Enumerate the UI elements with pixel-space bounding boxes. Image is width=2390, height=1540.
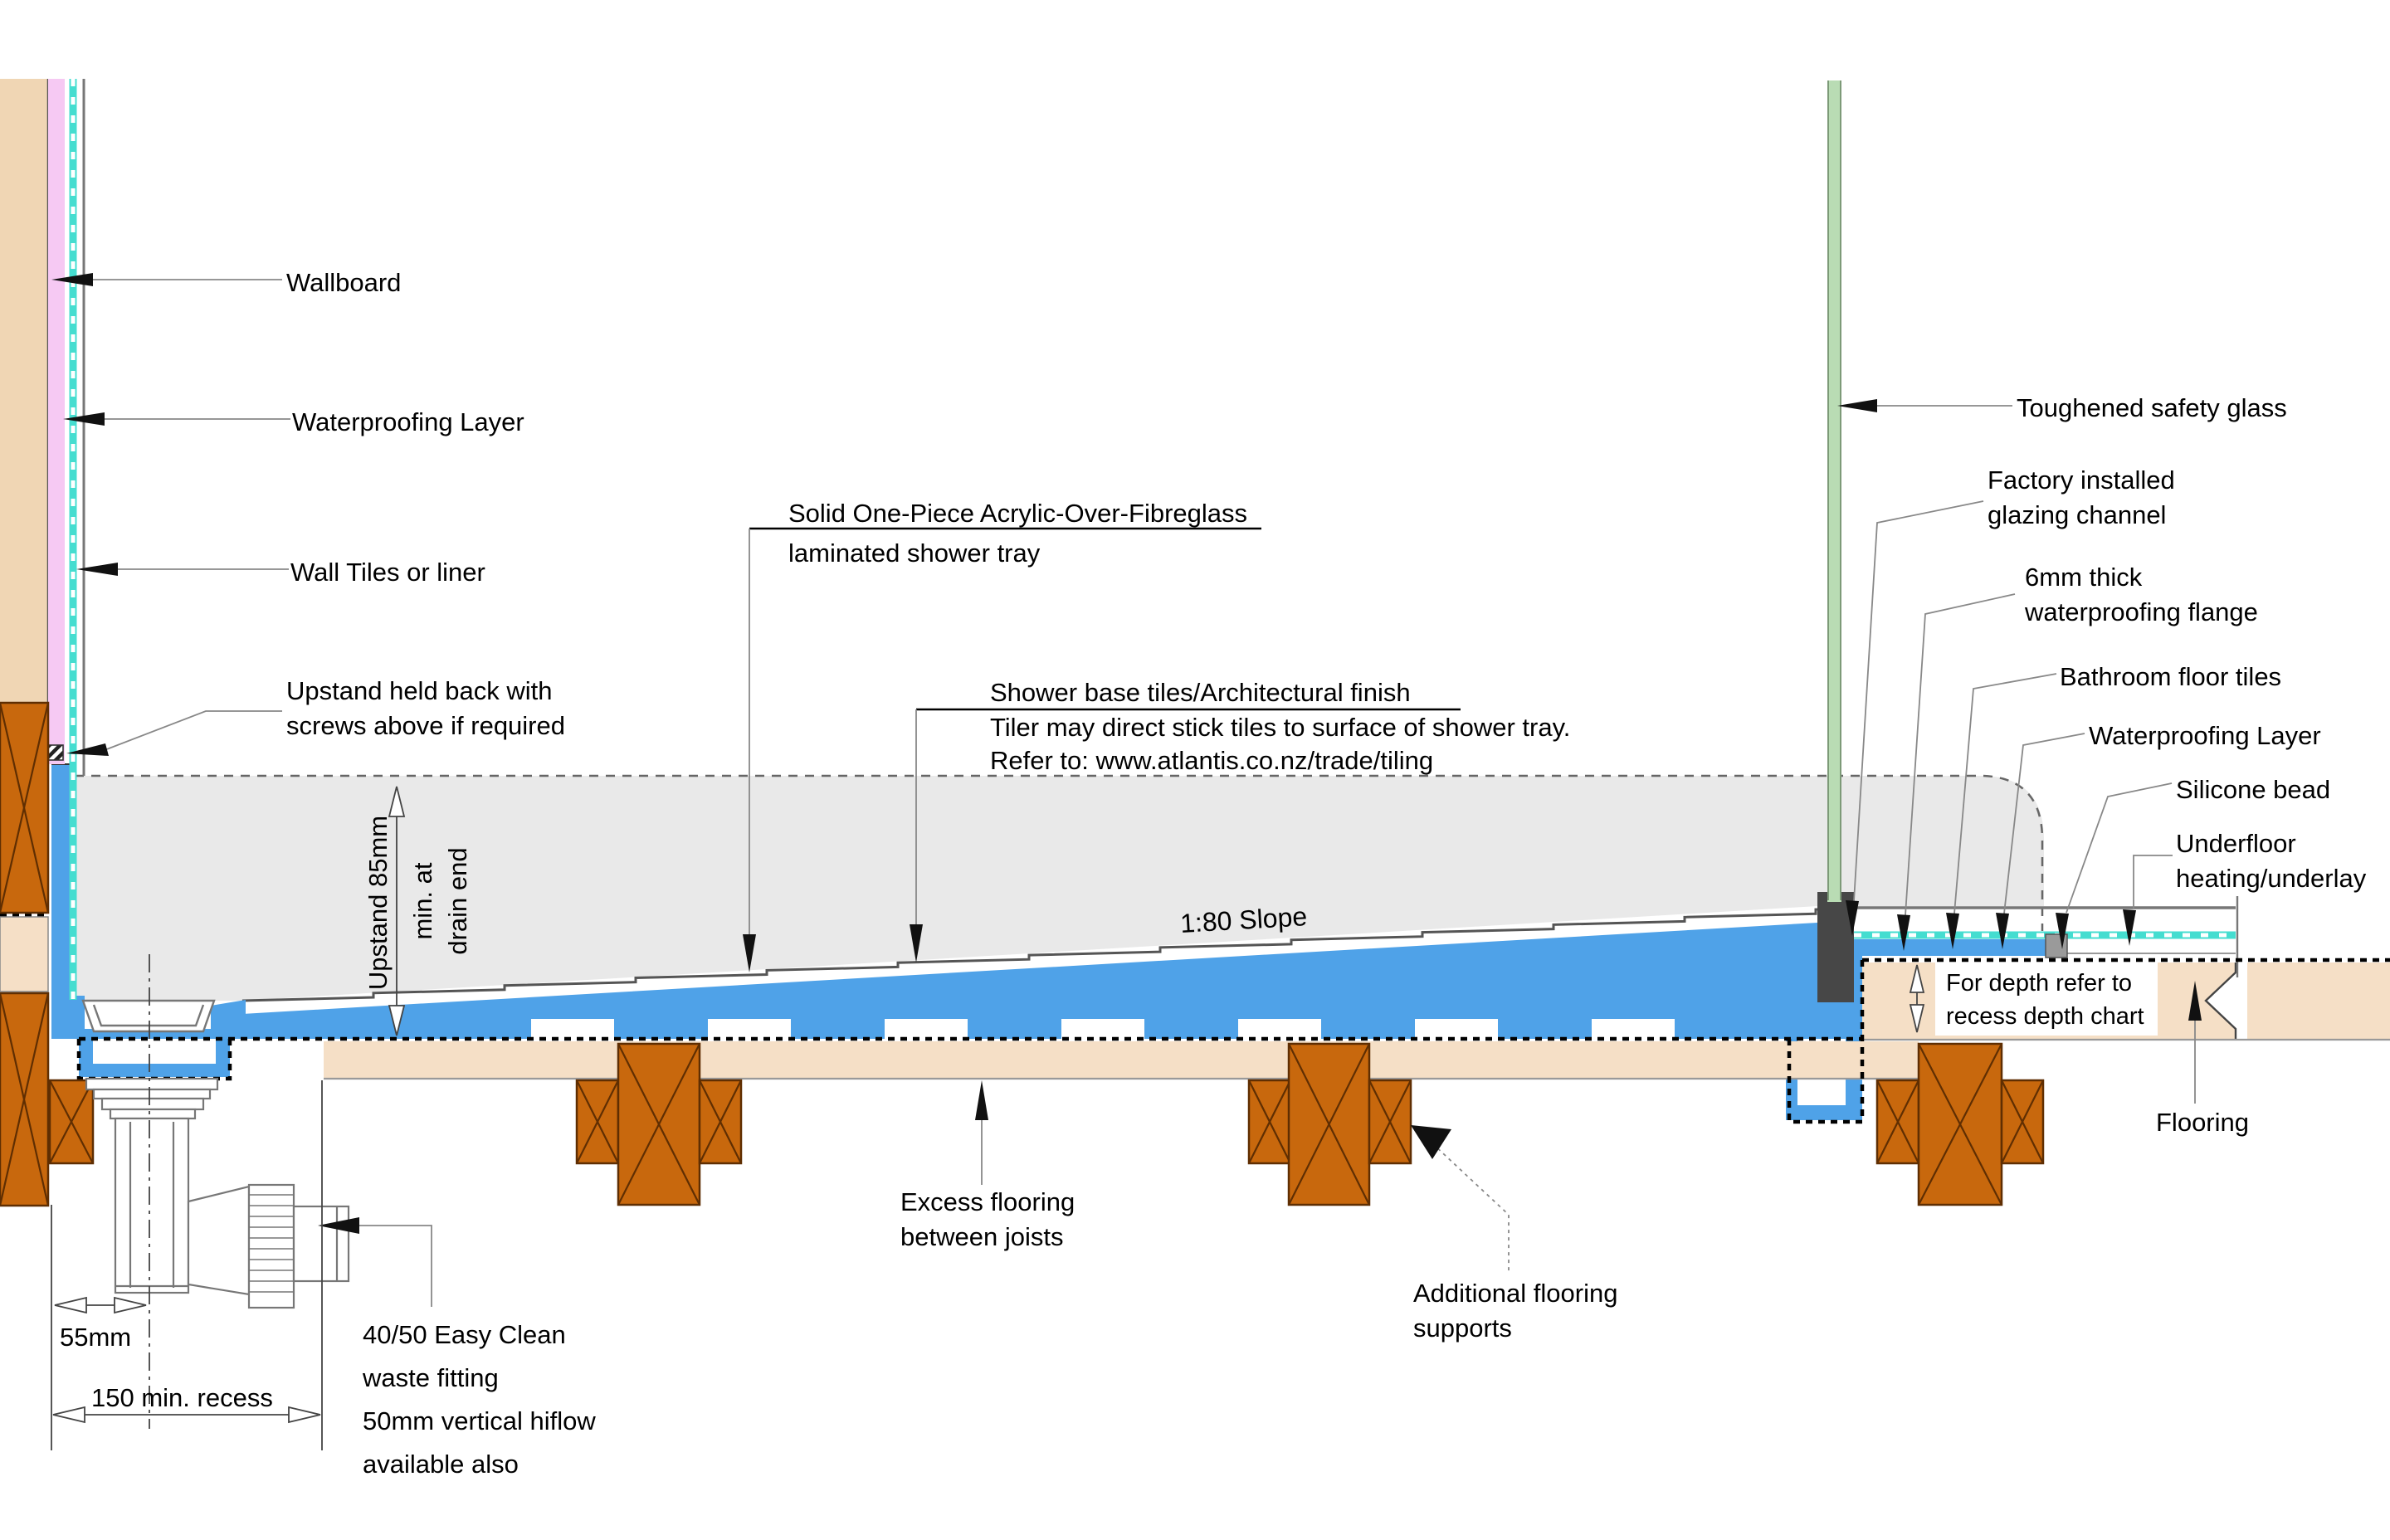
waste-elbow xyxy=(187,1185,251,1296)
upstand-note-arrow xyxy=(66,743,109,756)
tray-rim-dashed-line xyxy=(75,774,2044,931)
silicone-arrow xyxy=(2056,913,2069,949)
base-label-line2: Tiler may direct stick tiles to surface … xyxy=(990,713,1571,742)
glass-screen xyxy=(1817,80,1854,1002)
silicone-bead-label: Silicone bead xyxy=(2176,775,2331,804)
depth-note-box xyxy=(1935,962,2158,1036)
flooring-arrow xyxy=(2188,981,2202,1021)
excess-flooring-strip xyxy=(324,1041,1919,1079)
floor-assembly xyxy=(324,962,2390,1080)
floor-joists xyxy=(0,701,2045,1207)
waste-coupling-nut xyxy=(247,1183,295,1309)
channel-arrow xyxy=(1846,900,1859,936)
additional-supports-arrow xyxy=(1411,1125,1451,1159)
dimension-lines xyxy=(51,786,1925,1450)
flange-arrow xyxy=(1897,914,1910,951)
waterproofing-floor-arrow xyxy=(1996,913,2009,949)
tray-upstand xyxy=(51,764,70,1039)
underfloor-label: Underfloor heating/underlay xyxy=(2176,829,2367,893)
shower-tray-body xyxy=(75,774,2044,1001)
base-label-line3: Refer to: www.atlantis.co.nz/trade/tilin… xyxy=(990,746,1434,775)
glazing-channel-label: Factory installed glazing channel xyxy=(1988,465,2175,529)
additional-supports-label: Additional flooring supports xyxy=(1413,1279,1618,1343)
waterproofing-flange-label: 6mm thick waterproofing flange xyxy=(2025,563,2258,626)
wall-assembly xyxy=(0,79,85,1000)
waste-fitting-arrow xyxy=(318,1217,359,1234)
upstand-note-label: Upstand held back with screws above if r… xyxy=(286,676,565,740)
excess-flooring-arrow xyxy=(975,1080,988,1120)
tray-arrow xyxy=(743,934,756,972)
waterproofing-wall-label: Waterproofing Layer xyxy=(292,407,524,436)
underfloor-arrow xyxy=(2123,909,2136,946)
depth-note-label: For depth refer to recess depth chart xyxy=(1946,970,2144,1030)
drain-bowl xyxy=(81,999,216,1033)
waterproofing-floor-label: Waterproofing Layer xyxy=(2089,721,2321,750)
waterproofing-layer-wall xyxy=(48,79,65,764)
dim-150-label: 150 min. recess xyxy=(91,1383,273,1412)
wallboard-arrow xyxy=(51,273,93,286)
glass-panel xyxy=(1827,80,1841,902)
upstand-height-label: Upstand 85mm xyxy=(363,815,393,991)
glass-arrow xyxy=(1837,399,1877,412)
tile-steps-line xyxy=(241,908,1818,1002)
waste-vertical-pipe xyxy=(114,1117,190,1294)
base-arrow xyxy=(910,924,923,962)
bathroom-tiles-arrow xyxy=(1946,913,1959,949)
base-label-line1: Shower base tiles/Architectural finish xyxy=(990,678,1411,707)
bathroom-floor-tiles-label: Bathroom floor tiles xyxy=(2060,662,2282,691)
waterproofing-wall-arrow xyxy=(63,412,105,426)
upstand-height-sub-label: min. at drain end xyxy=(408,847,472,955)
wallboard-layer xyxy=(0,79,48,703)
slope-label: 1:80 Slope xyxy=(1179,901,1309,938)
wallboard-label: Wallboard xyxy=(286,268,402,297)
tray-rib-notches xyxy=(531,1019,1675,1039)
leader-lines xyxy=(51,273,2202,1307)
flooring-break-symbol xyxy=(2206,962,2247,1040)
excess-flooring-label: Excess flooring between joists xyxy=(900,1187,1076,1251)
toughened-glass-label: Toughened safety glass xyxy=(2017,393,2287,422)
tray-tile-surface xyxy=(241,908,1818,1014)
waste-fitting xyxy=(85,1077,350,1309)
wall-tiles-arrow xyxy=(76,563,118,576)
tray-label-line1: Solid One-Piece Acrylic-Over-Fibreglass xyxy=(788,499,1248,528)
waterproofing-flange xyxy=(1846,939,2047,956)
waste-fitting-label: 40/50 Easy Clean waste fitting 50mm vert… xyxy=(363,1320,596,1479)
flooring-label: Flooring xyxy=(2156,1108,2249,1137)
wall-tiles-label: Wall Tiles or liner xyxy=(290,558,485,587)
wall-nog xyxy=(0,916,49,992)
waste-outlet-stub xyxy=(292,1205,350,1283)
dim-55mm-label: 55mm xyxy=(60,1323,132,1352)
tray-label-line2: laminated shower tray xyxy=(788,539,1041,568)
